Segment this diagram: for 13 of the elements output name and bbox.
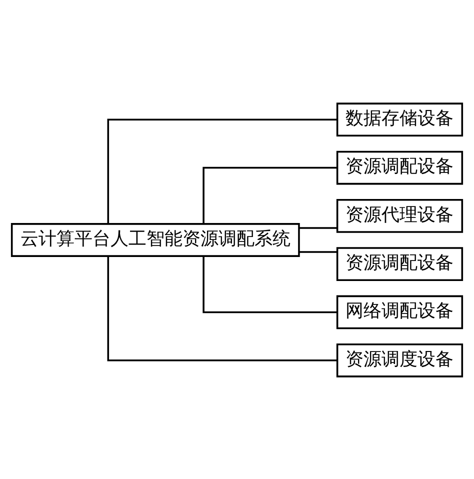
- connector: [107, 256, 338, 361]
- node-box: 资源代理设备: [336, 198, 464, 232]
- node-box: 资源调度设备: [336, 342, 464, 377]
- node-box: 资源调配设备: [336, 246, 464, 281]
- connector: [299, 250, 338, 252]
- node-box: 网络调配设备: [336, 294, 464, 329]
- node-box: 数据存储设备: [336, 102, 464, 136]
- connector: [202, 256, 338, 313]
- connector: [202, 166, 338, 224]
- node-box: 资源调配设备: [336, 150, 464, 184]
- connector: [299, 226, 338, 228]
- node-box: 云计算平台人工智能资源调配系统: [10, 222, 300, 256]
- connector: [107, 118, 338, 224]
